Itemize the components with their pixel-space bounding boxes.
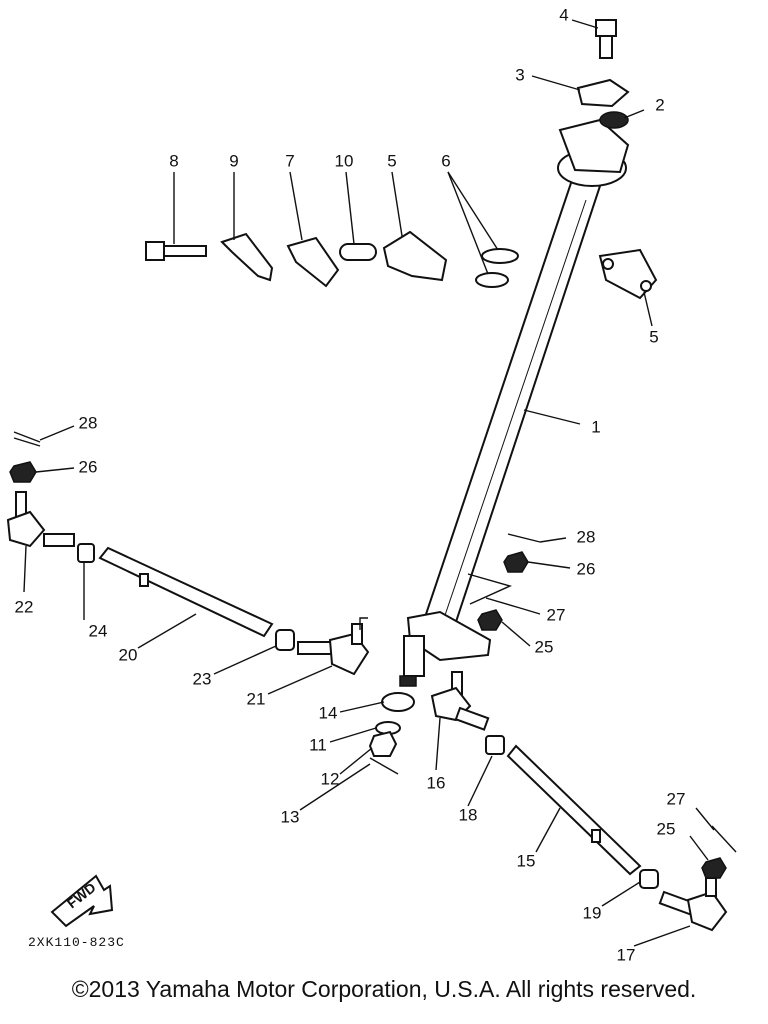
spring-pin-27-lower [711,825,737,853]
tie-rod-15 [506,744,642,876]
drawing-code: 2XK110-823C [28,935,125,950]
callout-25-lower: 25 [657,819,676,838]
steering-shaft [399,118,630,687]
spring-pin-27-right [485,597,521,609]
nut-26-right [503,551,529,573]
callout-12: 12 [321,769,340,788]
callout-26-right: 26 [577,559,596,578]
callout-22: 22 [15,597,34,616]
nut-26-left [9,461,37,483]
cotter-pin-13 [369,757,399,775]
washer-14 [381,692,415,712]
nut-18 [485,735,505,755]
copyright-notice: ©2013 Yamaha Motor Corporation, U.S.A. A… [71,976,697,1002]
callout-8: 8 [169,151,178,170]
callout-5-right: 5 [649,327,658,346]
callout-24: 24 [89,621,108,640]
stay-9 [220,232,274,282]
callout-9: 9 [229,151,238,170]
callout-5-left: 5 [387,151,396,170]
nut-24 [77,543,95,563]
fwd-arrow-icon: FWD [50,874,114,928]
callout-23: 23 [193,669,212,688]
callout-28-right: 28 [577,527,596,546]
callout-6: 6 [441,151,450,170]
clamp-5-left [382,230,448,282]
callout-14: 14 [319,703,338,722]
callout-7: 7 [285,151,294,170]
callout-26-left: 26 [79,457,98,476]
callout-27-lower: 27 [667,789,686,808]
callout-3: 3 [515,65,524,84]
nut-19 [639,869,659,889]
callout-11: 11 [309,735,327,754]
callout-10: 10 [335,151,354,170]
callout-21: 21 [247,689,266,708]
tie-rod-end-17 [658,877,728,932]
tie-rod-end-21 [297,623,370,676]
nut-25-lower [701,857,727,879]
bushing-2 [599,111,629,129]
leader-lines [23,19,715,947]
callout-25-right: 25 [535,637,554,656]
callout-1: 1 [591,417,600,436]
collar-10 [339,243,377,261]
washer-6a [481,248,519,264]
callout-16: 16 [427,773,446,792]
plate-7 [286,236,340,288]
cotter-pin-28-left [13,431,41,447]
tie-rod-20 [98,546,274,638]
callout-4: 4 [559,5,568,24]
cotter-pin-28-right [507,533,541,543]
nut-12 [368,730,398,757]
callout-19: 19 [583,903,602,922]
washer-6b [475,272,509,288]
nut-23 [275,629,295,651]
nut-25-right [477,609,503,631]
callout-2: 2 [655,95,664,114]
tie-rod-end-22 [6,491,75,548]
callout-27-right: 27 [547,605,566,624]
callout-15: 15 [517,851,536,870]
callouts: 1 2 3 4 5 5 6 7 8 9 10 11 12 13 14 15 16… [15,5,686,964]
callout-20: 20 [119,645,138,664]
callout-17: 17 [617,945,636,964]
holder-3 [576,78,630,108]
bolt-8 [145,241,207,261]
callout-13: 13 [281,807,300,826]
callout-28-left: 28 [79,413,98,432]
callout-18: 18 [459,805,478,824]
bolt-4 [595,19,617,59]
tie-rod-end-16 [430,671,490,731]
